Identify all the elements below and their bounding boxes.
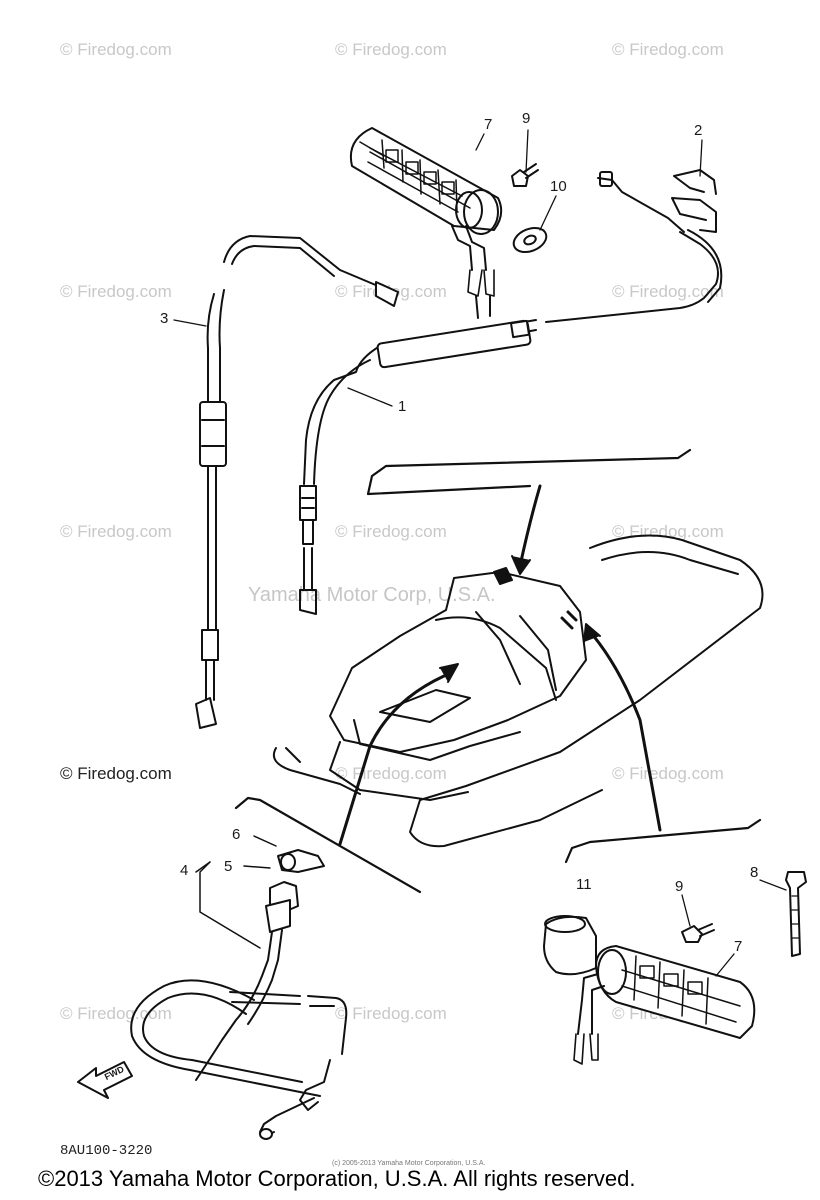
watermark: © Firedog.com (335, 522, 447, 541)
callout-9-bottom: 9 (675, 878, 684, 895)
watermark: © Firedog.com (612, 764, 724, 783)
cable-clip (671, 169, 717, 233)
copyright-notice: ©2013 Yamaha Motor Corporation, U.S.A. A… (38, 1166, 636, 1191)
screw-top (511, 163, 539, 187)
grip-bottom (573, 945, 756, 1065)
callout-4: 4 (180, 862, 189, 879)
part-code: 8AU100-3220 (60, 1143, 153, 1159)
throttle-grip-top (350, 127, 503, 319)
watermark: © Firedog.com (335, 40, 447, 59)
callout-7-top: 7 (484, 116, 493, 133)
callout-8: 8 (750, 864, 759, 881)
watermark: © Firedog.com (335, 1004, 447, 1023)
callout-2: 2 (694, 122, 703, 139)
callout-11: 11 (576, 876, 592, 893)
watermark: © Firedog.com (60, 40, 172, 59)
tiny-copyright: (c) 2005-2013 Yamaha Motor Corporation, … (332, 1160, 486, 1167)
snowmobile (272, 534, 764, 848)
callout-9-top: 9 (522, 110, 531, 127)
watermark: © Firedog.com (612, 40, 724, 59)
grip-spacer (543, 915, 597, 976)
watermark: © Firedog.com (60, 522, 172, 541)
watermark: © Firedog.com (60, 1004, 172, 1023)
callout-7-bottom: 7 (734, 938, 743, 955)
callout-1: 1 (398, 398, 407, 415)
switch-assembly (130, 849, 348, 1140)
washer (512, 226, 548, 254)
callout-10: 10 (550, 178, 567, 195)
firedog-credit: © Firedog.com (60, 764, 172, 783)
brake-cable (195, 235, 399, 729)
fwd-arrow (77, 1061, 133, 1099)
screw-bottom (681, 923, 715, 943)
throttle-cable (299, 171, 723, 615)
watermark: © Firedog.com (612, 282, 724, 301)
cable-tie (785, 871, 807, 957)
watermark: © Firedog.com (60, 282, 172, 301)
callout-6: 6 (232, 826, 241, 843)
callout-3: 3 (160, 310, 169, 327)
callout-5: 5 (224, 858, 233, 875)
